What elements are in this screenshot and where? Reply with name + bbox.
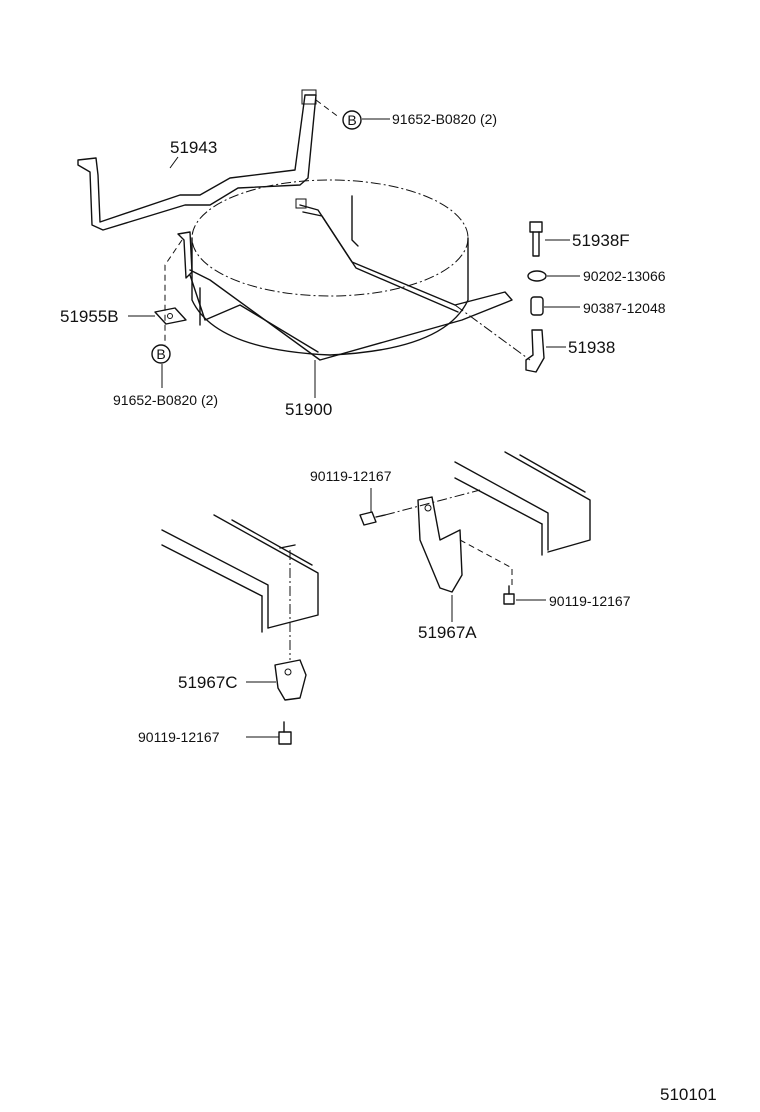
label-90202-13066: 90202-13066: [583, 268, 666, 284]
frame-rail-left: [161, 514, 319, 660]
diagram-code: 510101: [660, 1085, 717, 1104]
label-90119-right: 90119-12167: [549, 593, 631, 609]
label-51967C: 51967C: [178, 673, 238, 692]
label-51900: 51900: [285, 400, 332, 419]
label-90387-12048: 90387-12048: [583, 300, 666, 316]
bolt-right-shape: [503, 585, 515, 605]
bolt-bottom-shape: [278, 721, 292, 745]
label-90119-top: 90119-12167: [310, 468, 392, 484]
washer-shape: [527, 270, 547, 282]
bracket-51967C-shape: [274, 659, 307, 701]
svg-text:B: B: [347, 112, 356, 128]
label-51938F: 51938F: [572, 231, 630, 250]
spare-wheel-carrier: [189, 195, 513, 361]
leader-b-bottom: [164, 239, 183, 345]
bracket-51967A-shape: [417, 496, 463, 593]
leader-bolt-top: [384, 489, 481, 516]
spare-tire: [191, 179, 469, 356]
leader-lines: [128, 118, 580, 398]
leader-b-top: [315, 99, 341, 119]
bolt-51938F-shape: [529, 221, 543, 257]
label-91652-top: 91652-B0820 (2): [392, 111, 497, 127]
collar-shape: [530, 296, 544, 316]
label-51955B: 51955B: [60, 307, 119, 326]
label-51967A: 51967A: [418, 623, 477, 642]
leader-bolt-right: [459, 539, 513, 586]
frame-rail-right: [454, 451, 591, 556]
clip-51955B-shape: [154, 307, 187, 325]
marker-b-top: B: [342, 110, 362, 130]
bolt-top-shape: [359, 511, 386, 526]
label-51938: 51938: [568, 338, 615, 357]
upper-bracket: [77, 89, 317, 231]
label-90119-bottom: 90119-12167: [138, 729, 220, 745]
label-51943: 51943: [170, 138, 217, 157]
leader-51938: [454, 304, 531, 361]
left-stay: [177, 231, 193, 279]
svg-text:B: B: [156, 346, 165, 362]
marker-b-bottom: B: [151, 344, 171, 364]
hook-51938-shape: [525, 329, 545, 373]
label-91652-bottom: 91652-B0820 (2): [113, 392, 218, 408]
